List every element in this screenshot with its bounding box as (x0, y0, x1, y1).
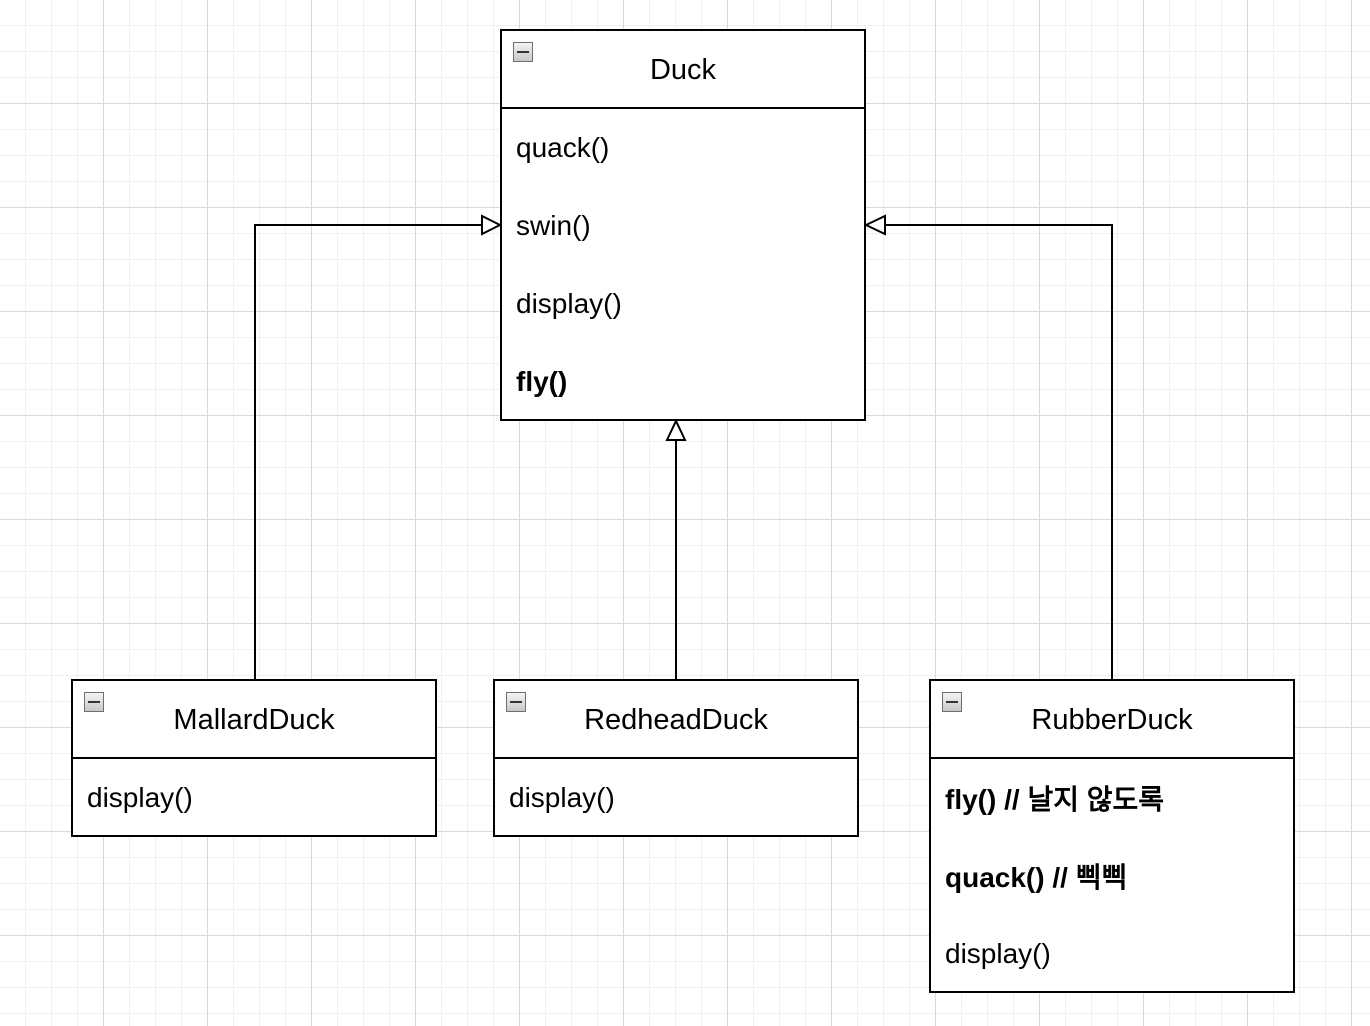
method-fly[interactable]: fly() (516, 366, 568, 397)
method-display[interactable]: display() (87, 782, 193, 813)
generalization-arrowhead-bottom (665, 418, 687, 441)
class-rubber-duck[interactable]: RubberDuck fly() // 날지 않도록 quack() // 삑삑… (929, 679, 1295, 993)
method-swin[interactable]: swin() (516, 210, 591, 241)
class-redhead-duck[interactable]: RedheadDuck display() (493, 679, 859, 837)
class-mallard-duck-name: MallardDuck (173, 703, 335, 736)
connector-rubber-to-duck[interactable] (885, 224, 1113, 680)
method-display[interactable]: display() (516, 288, 622, 319)
class-rubber-duck-name: RubberDuck (1031, 703, 1193, 736)
collapse-icon[interactable] (513, 42, 533, 62)
collapse-icon[interactable] (942, 692, 962, 712)
class-redhead-duck-header[interactable]: RedheadDuck (495, 681, 857, 759)
method-display[interactable]: display() (509, 782, 615, 813)
collapse-icon[interactable] (506, 692, 526, 712)
class-duck[interactable]: Duck quack() swin() display() fly() (500, 29, 866, 421)
generalization-arrowhead-left (481, 214, 503, 236)
method-quack-override[interactable]: quack() // 삑삑 (945, 862, 1128, 893)
connector-mallard-to-duck[interactable] (254, 224, 482, 680)
method-quack[interactable]: quack() (516, 132, 610, 163)
generalization-arrowhead-right (863, 214, 886, 236)
class-duck-name: Duck (649, 53, 717, 86)
class-redhead-duck-name: RedheadDuck (584, 703, 768, 736)
class-mallard-duck[interactable]: MallardDuck display() (71, 679, 437, 837)
method-fly-override[interactable]: fly() // 날지 않도록 (945, 784, 1165, 815)
collapse-icon[interactable] (84, 692, 104, 712)
class-duck-header[interactable]: Duck (502, 31, 864, 109)
class-rubber-duck-header[interactable]: RubberDuck (931, 681, 1293, 759)
class-mallard-duck-header[interactable]: MallardDuck (73, 681, 435, 759)
method-display[interactable]: display() (945, 938, 1051, 969)
